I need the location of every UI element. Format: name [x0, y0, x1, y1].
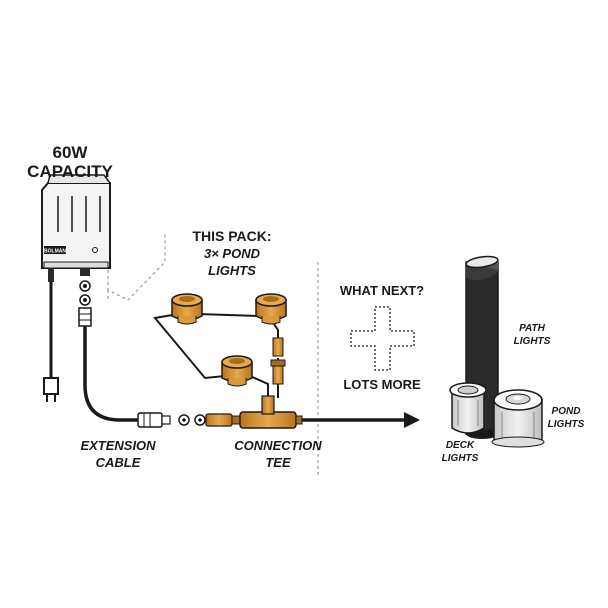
pond-lights-line2: LIGHTS — [548, 419, 585, 430]
deck-lights-line2: LIGHTS — [442, 453, 479, 464]
plus-dotted-icon — [350, 306, 415, 371]
transformer: BOLMAN — [41, 174, 111, 402]
pond-lights-line1: POND — [552, 406, 581, 417]
capacity-title-line1: 60W — [53, 143, 89, 162]
pond-wire-2 — [197, 313, 259, 317]
pack-line3: LIGHTS — [208, 263, 256, 278]
arrow-right-icon — [404, 412, 420, 428]
extension-connector — [137, 412, 206, 428]
pond-wire-5 — [249, 375, 269, 398]
pond-light-2 — [255, 293, 287, 325]
metal-pond-light — [491, 389, 545, 448]
pond-wire — [153, 313, 226, 380]
path-lights-line2: LIGHTS — [514, 336, 551, 347]
power-plug — [43, 377, 59, 395]
divider-left — [107, 232, 166, 301]
connection-label-line1: CONNECTION — [234, 438, 322, 453]
extension-label-line1: EXTENSION — [80, 438, 156, 453]
deck-light — [449, 382, 487, 434]
pack-line2: 3× POND — [204, 246, 261, 261]
deck-lights-line1: DECK — [446, 440, 475, 451]
connection-tee — [205, 395, 303, 429]
extension-label-line2: CABLE — [96, 455, 141, 470]
connection-label-line2: TEE — [265, 455, 291, 470]
capacity-title-line2: CAPACITY — [27, 162, 113, 181]
brand-label: BOLMAN — [44, 249, 66, 255]
lots-more-label: LOTS MORE — [343, 377, 421, 392]
what-next-heading: WHAT NEXT? — [340, 283, 424, 298]
brand-badge — [44, 246, 66, 254]
pond-light-3 — [221, 355, 253, 387]
extension-cable — [83, 326, 140, 422]
path-lights-line1: PATH — [519, 323, 546, 334]
pack-title: THIS PACK: — [192, 228, 271, 244]
pond-light-1 — [171, 293, 203, 325]
